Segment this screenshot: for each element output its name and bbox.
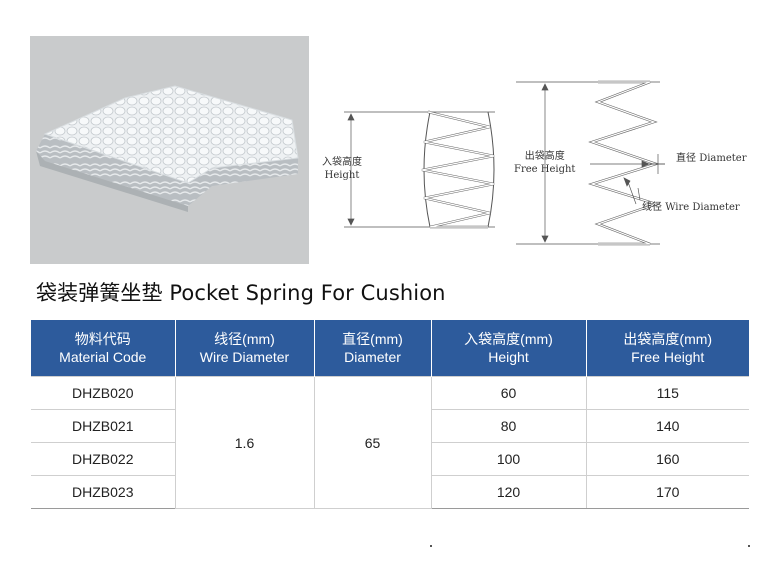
wire-diameter-label: 线径 Wire Diameter (642, 201, 740, 214)
table-row: DHZB023 120 170 (31, 475, 749, 509)
header-diameter: 直径(mm) Diameter (313, 320, 432, 377)
material-code-cell: DHZB020 (31, 376, 176, 410)
diameter-label: 直径 Diameter (676, 152, 746, 165)
diameter-label-cn: 直径 (676, 153, 696, 164)
header-cn: 线径(mm) (214, 331, 275, 347)
spring-drawing: 入袋高度 Height 出袋高度 Free Height 直径 Diameter… (320, 70, 760, 260)
header-free-height: 出袋高度(mm) Free Height (585, 320, 749, 377)
free-height-cell: 115 (585, 376, 749, 410)
spec-table: 物料代码 Material Code 线径(mm) Wire Diameter … (31, 320, 749, 509)
spring-diagram (344, 80, 665, 246)
material-code-cell: DHZB021 (31, 409, 176, 443)
free-height-cell: 140 (585, 409, 749, 443)
table-row: DHZB022 100 160 (31, 442, 749, 476)
table-header-row: 物料代码 Material Code 线径(mm) Wire Diameter … (31, 320, 749, 377)
material-code-cell: DHZB023 (31, 475, 176, 509)
cushion-image (30, 36, 309, 264)
pocket-height-label: 入袋高度 Height (322, 156, 362, 182)
wire-label-cn: 线径 (642, 202, 662, 213)
free-height-label: 出袋高度 Free Height (514, 150, 575, 176)
free-height-cell: 160 (585, 442, 749, 476)
header-wire-diameter: 线径(mm) Wire Diameter (174, 320, 315, 377)
header-cn: 入袋高度(mm) (464, 331, 553, 347)
material-code-cell: DHZB022 (31, 442, 176, 476)
header-cn: 物料代码 (74, 331, 131, 347)
header-en: Diameter (344, 349, 401, 365)
header-cn: 直径(mm) (342, 331, 403, 347)
header-material-code: 物料代码 Material Code (31, 320, 176, 377)
header-en: Material Code (59, 349, 147, 365)
product-photo (30, 36, 309, 264)
header-en: Height (488, 349, 529, 365)
height-cell: 100 (430, 442, 587, 476)
header-height: 入袋高度(mm) Height (430, 320, 587, 377)
wire-label-en: Wire Diameter (665, 202, 740, 213)
pocket-height-label-cn: 入袋高度 (322, 157, 362, 168)
height-cell: 80 (430, 409, 587, 443)
height-cell: 120 (430, 475, 587, 509)
stray-dot (430, 545, 432, 547)
height-cell: 60 (430, 376, 587, 410)
free-height-label-en: Free Height (514, 164, 576, 175)
free-height-cell: 170 (585, 475, 749, 509)
free-height-label-cn: 出袋高度 (524, 151, 565, 162)
wire-diameter-cell: 1.6 (174, 376, 315, 509)
header-en: Wire Diameter (199, 349, 290, 365)
table-row: DHZB021 80 140 (31, 409, 749, 443)
stray-dot (748, 545, 750, 547)
page-title: 袋装弹簧坐垫 Pocket Spring For Cushion (36, 281, 446, 305)
table-row: DHZB020 1.6 65 60 115 (31, 376, 749, 509)
diameter-label-en: Diameter (699, 153, 747, 164)
diameter-cell: 65 (313, 376, 432, 509)
pocket-height-label-en: Height (324, 170, 360, 181)
header-en: Free Height (631, 349, 705, 365)
header-cn: 出袋高度(mm) (623, 331, 713, 347)
